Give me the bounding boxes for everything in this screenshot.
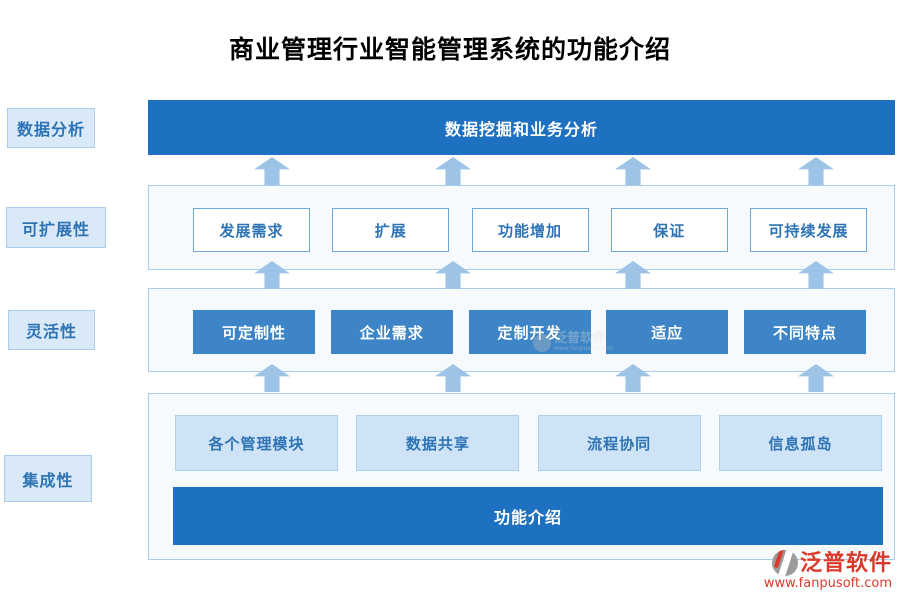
brand-name: 泛普软件 (799, 551, 892, 576)
integration-box-row: 各个管理模块 数据共享 流程协同 信息孤岛 (149, 415, 894, 471)
fanpu-brand-logo: 泛普软件 www.fanpusoft.com (764, 550, 892, 592)
light-box-process-collaboration: 流程协同 (537, 415, 701, 471)
light-box-data-sharing: 数据共享 (356, 415, 520, 471)
outline-box-development-needs: 发展需求 (193, 208, 310, 252)
outline-box-guarantee: 保证 (610, 208, 728, 252)
solid-box-adaptation: 适应 (606, 310, 729, 354)
expandability-group: 发展需求 扩展 功能增加 保证 可持续发展 (148, 185, 895, 270)
solid-box-different-features: 不同特点 (744, 310, 866, 354)
solid-box-enterprise-needs: 企业需求 (330, 310, 453, 354)
arrow-up-icon (615, 157, 651, 185)
fanpu-logo-icon (771, 550, 798, 576)
flexibility-group: 可定制性 企业需求 定制开发 适应 不同特点 (148, 288, 895, 372)
outline-box-function-addition: 功能增加 (471, 208, 589, 252)
flexibility-box-row: 可定制性 企业需求 定制开发 适应 不同特点 (149, 310, 894, 354)
side-label-expandability: 可扩展性 (6, 207, 106, 248)
arrow-up-icon (798, 157, 834, 185)
arrow-up-icon (254, 157, 290, 185)
top-bar-data-mining: 数据挖掘和业务分析 (148, 100, 895, 155)
expandability-box-row: 发展需求 扩展 功能增加 保证 可持续发展 (149, 208, 894, 252)
side-label-flexibility: 灵活性 (8, 310, 95, 350)
side-label-data-analysis: 数据分析 (7, 108, 95, 148)
light-box-management-modules: 各个管理模块 (175, 415, 338, 471)
solid-box-customizability: 可定制性 (193, 310, 315, 354)
side-label-integration: 集成性 (4, 455, 92, 502)
outline-box-sustainable-development: 可持续发展 (750, 208, 867, 252)
bottom-bar-function-intro: 功能介绍 (173, 487, 883, 545)
outline-box-expansion: 扩展 (332, 208, 450, 252)
diagram-title: 商业管理行业智能管理系统的功能介绍 (228, 35, 671, 64)
brand-url: www.fanpusoft.com (763, 576, 892, 591)
solid-box-custom-development: 定制开发 (468, 310, 591, 354)
arrow-up-icon (435, 157, 471, 185)
light-box-information-silo: 信息孤岛 (718, 415, 882, 471)
brand-logo-row: 泛普软件 (764, 550, 892, 576)
